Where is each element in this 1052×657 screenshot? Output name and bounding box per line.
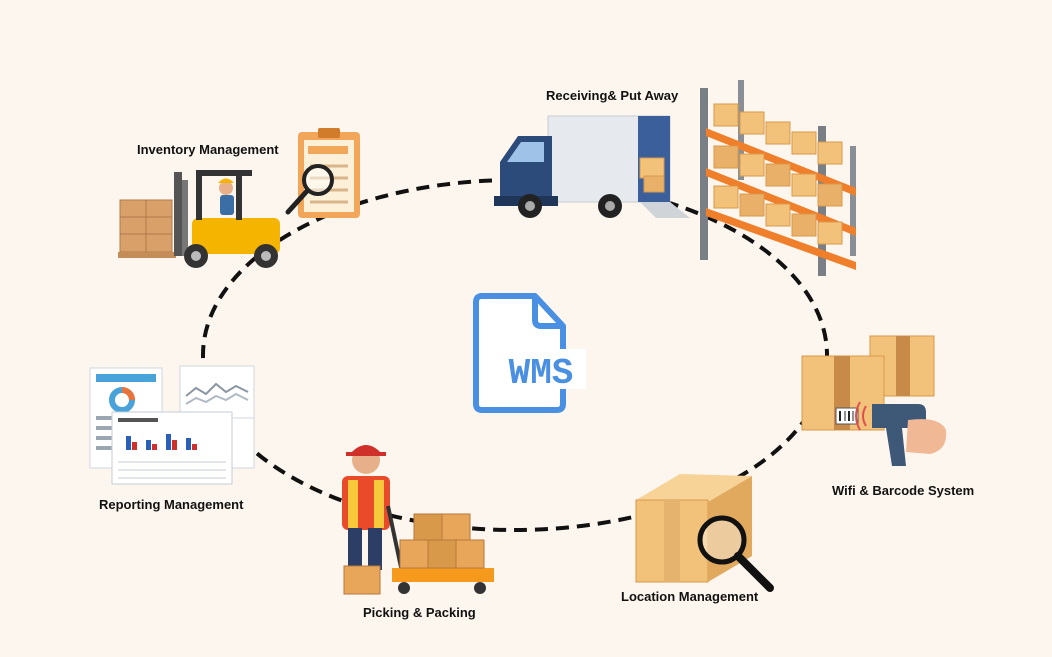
report-dashboard-icon [89,365,255,485]
node-label-wifi-barcode-system: Wifi & Barcode System [832,483,975,498]
node-label-inventory-management: Inventory Management [137,142,279,157]
truck-and-shelving-icon [494,80,856,276]
wms-badge-text: WMS [509,353,574,394]
forklift-with-checklist-icon [118,128,360,268]
node-label-picking-packing: Picking & Packing [363,605,476,620]
cycle-ellipse [201,178,829,532]
document-icon: WMS [473,293,586,413]
barcode-scanner-icon [801,335,947,466]
worker-with-pallet-jack-icon [342,445,494,595]
node-label-location-management: Location Management [621,589,759,604]
node-label-receiving-put-away: Receiving& Put Away [546,88,679,103]
node-label-reporting-management: Reporting Management [99,497,244,512]
box-with-magnifier-icon [635,474,774,592]
